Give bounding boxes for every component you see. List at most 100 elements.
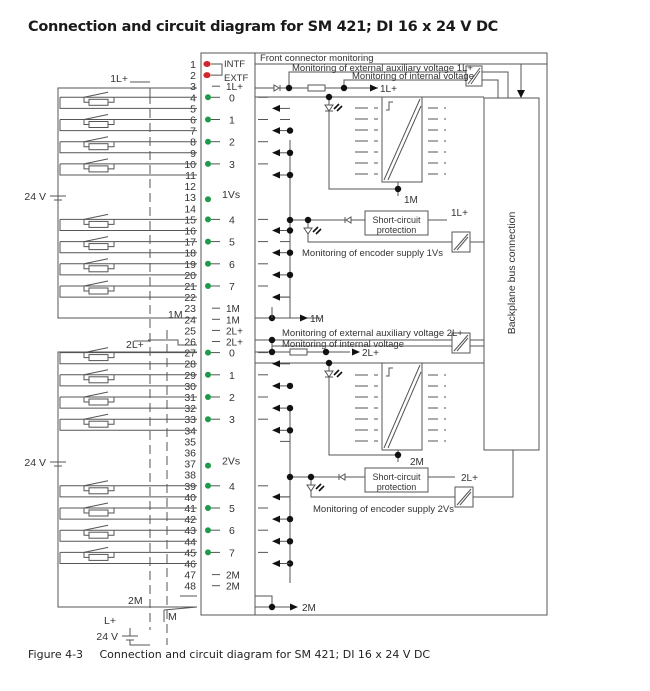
- sensor-lead-left: [83, 163, 89, 170]
- junction-dot: [307, 473, 315, 481]
- sensor-switch-icon: [83, 114, 109, 120]
- terminal-number-17: 17: [184, 237, 196, 249]
- external-2m-label: 2M: [128, 595, 143, 607]
- input-arrow-icon: [272, 382, 280, 390]
- external-m-label: M: [168, 611, 177, 623]
- terminal-number-25: 25: [184, 325, 196, 337]
- sensor-wire-return: [59, 485, 197, 498]
- terminal-number-22: 22: [184, 292, 196, 304]
- channel-led-icon: [205, 482, 211, 489]
- sensor-switch-icon: [83, 413, 109, 420]
- diode-icon: [345, 216, 352, 224]
- terminal-number-2: 2: [190, 70, 196, 82]
- sensor-lead-left: [83, 219, 89, 225]
- return-junction-dot: [286, 382, 294, 390]
- backplane-input-arrow-icon: [517, 90, 525, 98]
- ext-aux-monitoring-1-label: Monitoring of external auxiliary voltage…: [292, 63, 473, 74]
- sensor-switch-icon: [83, 158, 109, 165]
- terminal-number-27: 27: [184, 348, 196, 360]
- terminal-number-33: 33: [184, 414, 196, 426]
- sensor-wire-return: [59, 508, 197, 520]
- 2m-terminal-label-a: 2M: [226, 571, 240, 582]
- channel-number-g1-7: 7: [229, 281, 235, 293]
- input-arrow-icon: [272, 404, 280, 412]
- terminal-number-19: 19: [184, 259, 196, 271]
- sensor-lead-left: [83, 530, 89, 536]
- return-junction-dot: [286, 404, 294, 412]
- light-emission-icon: [333, 103, 340, 110]
- input-arrow-icon: [272, 171, 280, 179]
- input-arrow-icon: [272, 537, 280, 545]
- terminal-number-18: 18: [184, 248, 196, 260]
- terminal-number-43: 43: [184, 525, 196, 537]
- sensor-switch-icon: [83, 502, 109, 509]
- sensor-resistor-icon: [88, 220, 109, 228]
- sensor-lead-right: [108, 552, 115, 558]
- short-circuit-protection-2-label-line1: Short-circuit: [372, 472, 421, 482]
- sensor-resistor-icon: [88, 487, 109, 495]
- led-branch-1: [328, 97, 399, 190]
- input-arrow-icon: [272, 127, 280, 135]
- input-arrow-icon: [272, 426, 280, 434]
- sensor-switch-icon: [83, 480, 109, 487]
- sensor-lead-right: [108, 241, 115, 248]
- 2l-output-label: 2L+: [362, 348, 379, 359]
- channel-led-icon: [205, 238, 211, 245]
- channel-number-g2-3: 3: [229, 414, 235, 426]
- return-junction-dot: [286, 538, 294, 545]
- return-junction-dot: [286, 427, 294, 434]
- sensor-lead-left: [83, 97, 89, 103]
- 1m-terminal-label-b: 1M: [226, 315, 240, 326]
- led-bracket: [211, 63, 223, 76]
- terminal-number-15: 15: [184, 214, 196, 226]
- 1m-terminal-label-a: 1M: [226, 304, 240, 315]
- supply-rail-1: [57, 87, 197, 319]
- led-diode-icon: [324, 104, 334, 112]
- external-1m-label: 1M: [168, 309, 183, 321]
- input-arrow-icon: [272, 560, 280, 567]
- return-junction-dot: [286, 127, 294, 134]
- channel-led-icon: [205, 260, 211, 267]
- channel-led-icon: [205, 160, 211, 167]
- junction-dot: [340, 84, 348, 92]
- 1vs-led-icon: [205, 196, 211, 203]
- sensor-wire-return: [59, 552, 197, 564]
- 1m-internal-label: 1M: [404, 195, 418, 206]
- sensor-wire-return: [59, 286, 197, 298]
- terminal-number-26: 26: [184, 337, 196, 349]
- channel-number-g1-4: 4: [229, 214, 235, 226]
- scp2-supply-label: 2L+: [461, 473, 478, 484]
- terminal-number-31: 31: [184, 392, 196, 404]
- terminal-number-9: 9: [190, 148, 196, 160]
- return-junction-dot: [286, 171, 294, 179]
- 1l-output-arrow-icon: [370, 84, 378, 92]
- light-emission-icon: [315, 228, 322, 235]
- junction-dot: [394, 185, 402, 193]
- sensor-switch-icon: [83, 369, 109, 376]
- 2m-output-arrow-icon: [290, 603, 298, 611]
- 1m-output-arrow-icon: [300, 314, 308, 322]
- terminal-number-7: 7: [190, 126, 196, 138]
- terminal-number-39: 39: [184, 481, 196, 493]
- terminal-number-3: 3: [190, 81, 196, 93]
- sensor-resistor-icon: [88, 553, 109, 561]
- channel-number-g2-5: 5: [229, 503, 235, 515]
- sensor-switch-icon: [83, 213, 109, 220]
- terminal-number-16: 16: [184, 226, 196, 238]
- sensor-switch-icon: [83, 546, 109, 553]
- short-circuit-protection-1: [364, 210, 429, 236]
- sensor-lead-left: [83, 552, 89, 558]
- channel-led-icon: [205, 94, 211, 101]
- sensor-wire-return: [59, 163, 197, 176]
- sensor-lead-left: [83, 352, 89, 359]
- backplane-box: [483, 97, 540, 451]
- input-arrow-icon: [272, 149, 280, 157]
- terminal-number-35: 35: [184, 436, 196, 448]
- short-circuit-protection-1-label-line1: Short-circuit: [372, 215, 421, 225]
- sensor-switch-icon: [83, 136, 109, 143]
- channel-number-g2-6: 6: [229, 525, 235, 537]
- sensor-switch-icon: [83, 391, 109, 398]
- channel-number-g1-1: 1: [229, 115, 235, 127]
- return-junction-dot: [286, 149, 294, 156]
